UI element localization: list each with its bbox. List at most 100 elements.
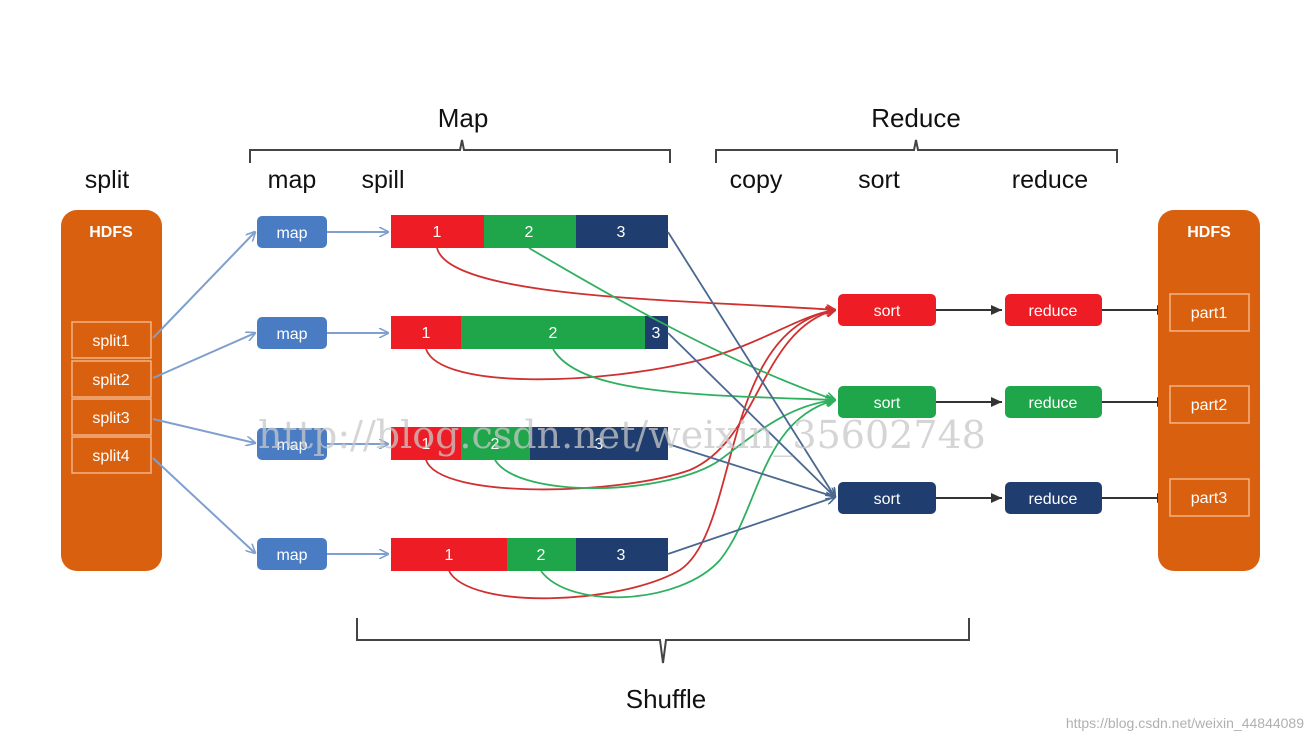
sort-box-3 (838, 482, 936, 514)
spill-buffer-4: 1 2 3 (391, 538, 668, 571)
reduce-box-3 (1005, 482, 1102, 514)
hdfs-left-title: HDFS (89, 224, 133, 241)
red-curve-spill1 (436, 247, 835, 310)
navy-line-spill2 (667, 332, 835, 497)
spill3-partition-2-label: 2 (491, 436, 500, 453)
reduce-to-part-arrows (1102, 305, 1168, 503)
split3-box (71, 398, 152, 436)
navy-line-spill4 (667, 497, 835, 555)
map-box-2-label: map (276, 326, 307, 343)
spill1-partition-2 (484, 215, 576, 248)
sort-to-reduce-arrows (936, 305, 1002, 503)
spill-buffer-1: 1 2 3 (391, 215, 668, 248)
split1-to-map1-arrow (152, 232, 255, 339)
sort-box-2 (838, 386, 936, 418)
reduce-brace (715, 139, 1118, 163)
split3-label: split3 (92, 410, 129, 427)
split2-label: split2 (92, 372, 129, 389)
stage-label-reduce: reduce (1012, 166, 1088, 194)
sort-box-2-label: sort (874, 395, 901, 412)
navy-line-spill1 (667, 231, 835, 497)
split-to-map-arrows (152, 232, 255, 553)
green-curve-spill1 (528, 247, 835, 400)
navy-line-spill3 (667, 443, 835, 497)
spill1-partition-3 (576, 215, 668, 248)
split4-label: split4 (92, 448, 129, 465)
green-curve-spill2 (552, 348, 835, 400)
reduce-box-1-label: reduce (1029, 303, 1078, 320)
map-box-3-label: map (276, 437, 307, 454)
hdfs-right-container (1158, 210, 1260, 571)
map-box-4 (257, 538, 327, 570)
red-curve-spill3 (425, 310, 835, 491)
split1-box (71, 321, 152, 359)
spill3-partition-2 (461, 427, 530, 460)
spill4-partition-3 (576, 538, 668, 571)
spill1-partition-1 (391, 215, 484, 248)
spill2-partition-3-label: 3 (652, 325, 661, 342)
reduce-boxes: reduce reduce reduce (1005, 294, 1102, 514)
spill2-partition-2-label: 2 (549, 325, 558, 342)
part1-box (1169, 293, 1250, 332)
sort-boxes: sort sort sort (838, 294, 936, 514)
shuffle-brace (356, 618, 970, 664)
part2-box (1169, 385, 1250, 424)
reduce-box-1 (1005, 294, 1102, 326)
map-box-1 (257, 216, 327, 248)
part-list: part1 part2 part3 (1169, 293, 1250, 517)
spill2-partition-3 (645, 316, 668, 349)
spill2-partition-1-label: 1 (422, 325, 431, 342)
part1-label: part1 (1191, 305, 1228, 322)
spill1-partition-1-label: 1 (433, 224, 442, 241)
spill4-partition-3-label: 3 (617, 547, 626, 564)
green-shuffle-curves (494, 247, 835, 599)
green-curve-spill3 (494, 400, 835, 490)
spill3-partition-1 (391, 427, 461, 460)
watermark-text: http://blog.csdn.net/weixin_35602748 (258, 413, 986, 458)
split2-to-map2-arrow (152, 333, 255, 379)
spill4-partition-2 (507, 538, 576, 571)
spill4-partition-2-label: 2 (537, 547, 546, 564)
part3-label: part3 (1191, 490, 1228, 507)
map-to-spill-arrows (327, 232, 388, 554)
map-boxes: map map map map (257, 216, 327, 570)
split2-box (71, 360, 152, 398)
spill4-partition-1-label: 1 (445, 547, 454, 564)
spill3-partition-3 (530, 427, 668, 460)
spill4-partition-1 (391, 538, 507, 571)
split4-box (71, 436, 152, 474)
reduce-box-2-label: reduce (1029, 395, 1078, 412)
stage-label-split: split (85, 166, 130, 194)
map-box-4-label: map (276, 547, 307, 564)
red-curve-spill2 (425, 310, 835, 381)
red-shuffle-curves (425, 247, 835, 600)
spill2-partition-1 (391, 316, 461, 349)
spill-buffer-3: 1 2 3 (391, 427, 668, 460)
map-box-2 (257, 317, 327, 349)
map-brace (249, 139, 671, 163)
stage-label-map: map (268, 166, 317, 194)
sort-box-1-label: sort (874, 303, 901, 320)
spill1-partition-3-label: 3 (617, 224, 626, 241)
split3-to-map3-arrow (152, 418, 255, 443)
map-group-header: Map (438, 103, 489, 133)
stage-label-spill: spill (361, 166, 404, 194)
hdfs-left-container (61, 210, 162, 571)
red-curve-spill4 (448, 310, 835, 600)
map-box-3 (257, 428, 327, 460)
split-list: split1 split2 split3 split4 (71, 321, 152, 474)
spill3-partition-3-label: 3 (595, 436, 604, 453)
stage-label-sort: sort (858, 166, 900, 194)
reduce-group-header: Reduce (871, 103, 961, 133)
sort-box-1 (838, 294, 936, 326)
part3-box (1169, 478, 1250, 517)
spill1-partition-2-label: 2 (525, 224, 534, 241)
green-curve-spill4 (540, 400, 835, 599)
spill2-partition-2 (461, 316, 645, 349)
split4-to-map4-arrow (152, 457, 255, 553)
reduce-box-2 (1005, 386, 1102, 418)
hdfs-right-title: HDFS (1187, 224, 1231, 241)
stage-label-copy: copy (730, 166, 783, 194)
part2-label: part2 (1191, 397, 1228, 414)
